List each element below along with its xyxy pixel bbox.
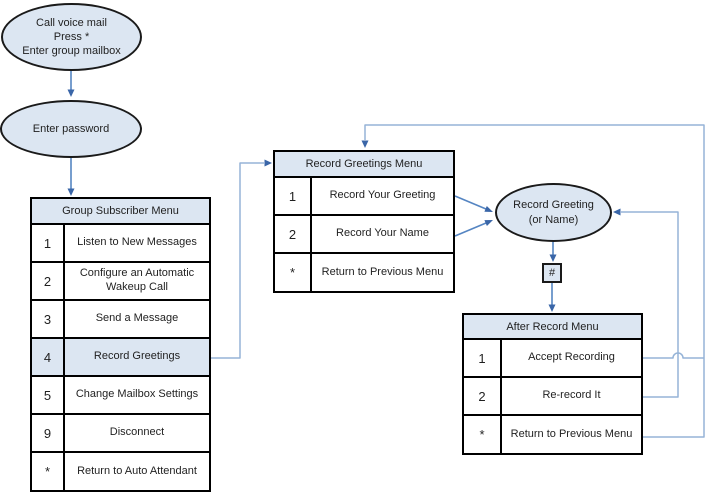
menu-row-send-message: 3 Send a Message — [32, 301, 209, 339]
menu-key: 1 — [275, 178, 312, 214]
record-greeting-node: Record Greeting (or Name) — [495, 183, 612, 242]
menu-label: Listen to New Messages — [77, 236, 197, 249]
pound-key-label: # — [548, 267, 556, 279]
menu-label: Disconnect — [109, 426, 165, 439]
menu-row-return-previous: * Return to Previous Menu — [464, 416, 641, 453]
menu-key: 1 — [32, 225, 65, 261]
menu-label: Return to Previous Menu — [321, 265, 444, 278]
menu-key: 5 — [32, 377, 65, 413]
menu-key: 3 — [32, 301, 65, 337]
group-subscriber-menu-title: Group Subscriber Menu — [32, 199, 209, 225]
start-node-line: Press * — [53, 30, 90, 43]
menu-key: 2 — [32, 263, 65, 299]
connector-record-greetings-to-greetings-menu — [211, 162, 264, 359]
menu-label: Change Mailbox Settings — [75, 388, 199, 401]
start-node-line: Enter group mailbox — [22, 45, 121, 58]
menu-key: 2 — [464, 378, 502, 414]
group-subscriber-menu: Group Subscriber Menu 1 Listen to New Me… — [30, 197, 211, 492]
menu-key: 9 — [32, 415, 65, 451]
menu-row-rerecord: 2 Re-record It — [464, 378, 641, 416]
arrowhead-icon — [549, 254, 557, 262]
after-record-menu-title: After Record Menu — [464, 315, 641, 340]
menu-label: Record Your Greeting — [329, 189, 436, 202]
menu-label: Configure an Automatic Wakeup Call — [79, 267, 195, 293]
arrow-record-greeting-to-record-node — [454, 195, 487, 210]
menu-label: Record Greetings — [93, 350, 181, 363]
menu-row-record-greeting: 1 Record Your Greeting — [275, 178, 453, 216]
menu-row-record-name: 2 Record Your Name — [275, 216, 453, 254]
arrowhead-icon — [484, 220, 493, 226]
menu-key: 4 — [32, 339, 65, 375]
pound-key-box: # — [542, 263, 562, 283]
menu-row-disconnect: 9 Disconnect — [32, 415, 209, 453]
menu-row-wakeup: 2 Configure an Automatic Wakeup Call — [32, 263, 209, 301]
menu-row-record-greetings: 4 Record Greetings — [32, 339, 209, 377]
menu-key: * — [464, 416, 502, 453]
start-node: Call voice mail Press * Enter group mail… — [1, 3, 142, 71]
menu-row-mailbox-settings: 5 Change Mailbox Settings — [32, 377, 209, 415]
arrowhead-icon — [264, 159, 272, 167]
record-greeting-node-line: Record Greeting — [513, 199, 594, 212]
menu-label: Send a Message — [95, 312, 179, 325]
record-greetings-menu-title: Record Greetings Menu — [275, 152, 453, 178]
connector-accept-recording-branch — [643, 352, 704, 359]
arrowhead-icon — [548, 304, 556, 312]
menu-label: Return to Previous Menu — [510, 427, 633, 440]
menu-row-accept-recording: 1 Accept Recording — [464, 340, 641, 378]
menu-row-auto-attendant: * Return to Auto Attendant — [32, 453, 209, 490]
after-record-menu: After Record Menu 1 Accept Recording 2 R… — [462, 313, 643, 455]
menu-label: Return to Auto Attendant — [77, 464, 197, 477]
start-node-line: Call voice mail — [36, 16, 107, 29]
menu-key: * — [32, 453, 65, 490]
menu-key: 1 — [464, 340, 502, 376]
arrowhead-icon — [67, 89, 75, 97]
menu-key: * — [275, 254, 312, 291]
password-node-label: Enter password — [32, 122, 110, 135]
menu-row-return-previous: * Return to Previous Menu — [275, 254, 453, 291]
record-greeting-node-line: (or Name) — [528, 213, 579, 226]
menu-label: Accept Recording — [528, 351, 615, 364]
arrowhead-icon — [67, 188, 75, 196]
arrow-record-name-to-record-node — [454, 222, 487, 237]
menu-label: Record Your Name — [336, 227, 429, 240]
record-greetings-menu: Record Greetings Menu 1 Record Your Gree… — [273, 150, 455, 293]
menu-key: 2 — [275, 216, 312, 252]
arrowhead-icon — [484, 206, 493, 212]
menu-row-listen: 1 Listen to New Messages — [32, 225, 209, 263]
arrowhead-icon — [613, 208, 621, 216]
password-node: Enter password — [0, 100, 142, 158]
arrowhead-icon — [361, 140, 369, 148]
menu-label: Re-record It — [542, 389, 601, 402]
